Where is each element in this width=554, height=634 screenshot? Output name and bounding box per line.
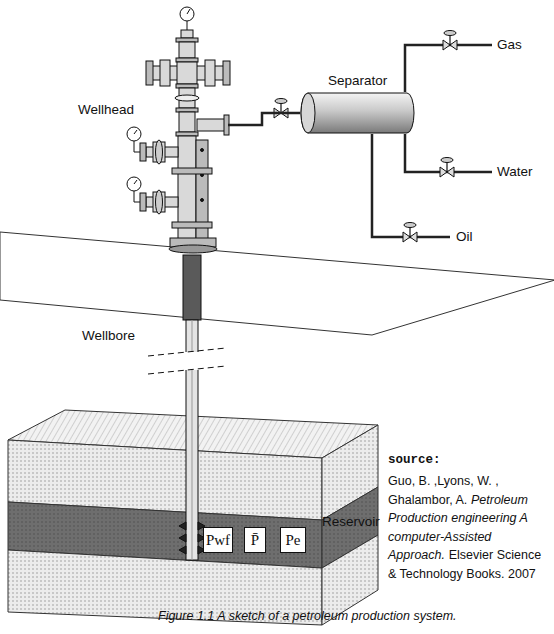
wellhead-illustration [127, 7, 230, 253]
node-label: Wellhead [78, 102, 134, 118]
wellbore-tubing [148, 255, 230, 560]
part-label: Wellbore [82, 328, 135, 344]
figure-caption: Figure 1.1 A sketch of a petroleum produ… [158, 608, 457, 624]
flowline-valve [274, 99, 288, 119]
node-label: Reservoir [322, 514, 380, 530]
node-label: Separator [328, 73, 387, 89]
pressure-symbol: Pe [286, 532, 301, 549]
water-valve [440, 158, 454, 178]
separator-vessel: Separator [300, 92, 415, 134]
pressure-symbol: P̄ [251, 532, 259, 549]
outlet-label: Oil [456, 229, 473, 245]
source-heading: source: [388, 452, 441, 468]
pressure-symbol: Pwf [206, 532, 230, 549]
wellhead-node: Wellhead [132, 5, 228, 250]
pressure-box: P̄ [244, 527, 266, 553]
separator-shape [300, 92, 415, 134]
pressure-box: Pwf [203, 527, 233, 553]
pressure-box: Pe [280, 527, 306, 553]
outlet-label: Water [497, 164, 533, 180]
outlet-pipes [372, 45, 492, 237]
outlet-label: Gas [497, 37, 522, 53]
ground-surface [0, 232, 554, 335]
gas-valve [443, 31, 457, 51]
flow-line [228, 113, 300, 125]
source-block: Guo, B. ,Lyons, W. , Ghalambor, A.Petrol… [388, 472, 546, 583]
oil-valve [403, 223, 417, 243]
reservoir-node: ReservoirPwf P̄ Pe [8, 410, 378, 625]
